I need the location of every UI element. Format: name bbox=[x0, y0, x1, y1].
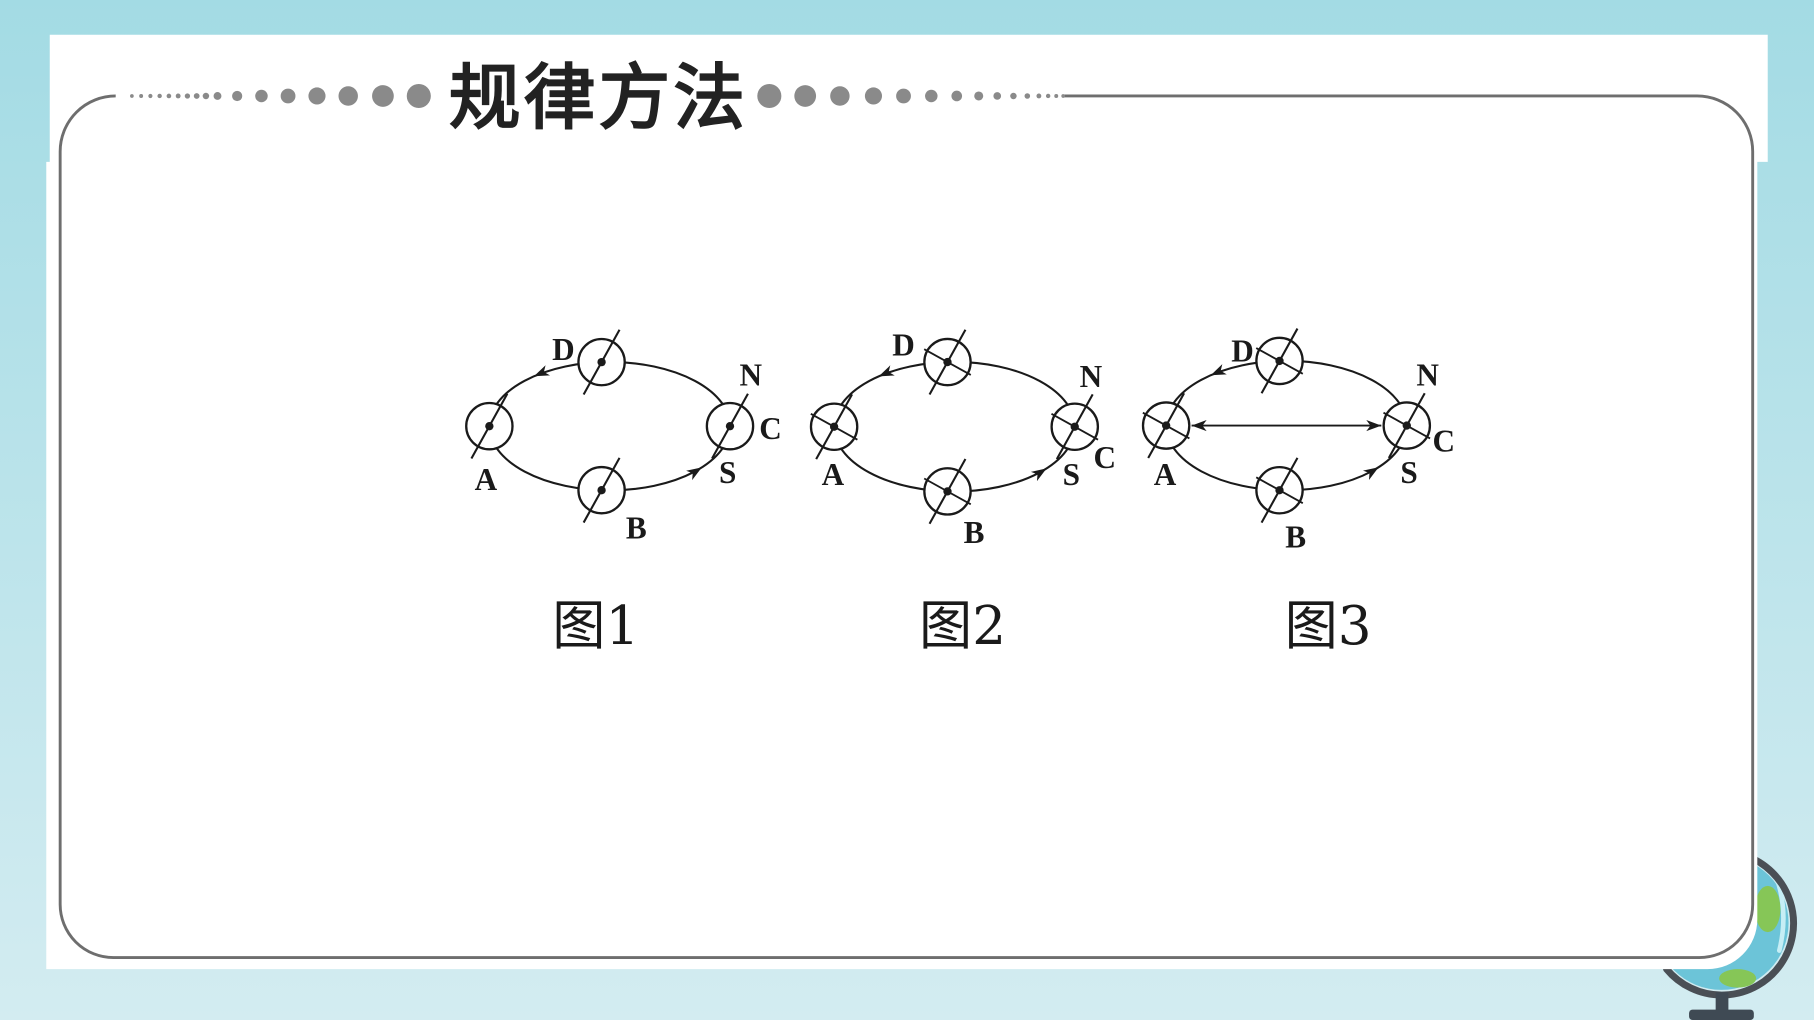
label-C: C bbox=[759, 411, 782, 446]
earth-center-dot bbox=[1070, 422, 1079, 431]
earth-center-dot bbox=[1275, 486, 1284, 495]
earth-position-C bbox=[1050, 393, 1100, 460]
title-dot bbox=[130, 94, 134, 98]
title-dot bbox=[794, 85, 817, 107]
orbit-direction-arrow bbox=[686, 467, 702, 481]
title-dot bbox=[1010, 92, 1017, 100]
orbit-figure-3: A B C D N S 图3 bbox=[1141, 328, 1456, 657]
earth-position-D bbox=[577, 329, 626, 395]
label-N: N bbox=[740, 358, 763, 393]
globe-land bbox=[1754, 885, 1781, 933]
a-c-line-arrow bbox=[1191, 420, 1207, 432]
label-D: D bbox=[1231, 333, 1254, 368]
title-dot bbox=[1036, 93, 1042, 99]
earth-center-dot bbox=[725, 421, 735, 431]
figure-caption: 图1 bbox=[552, 595, 639, 657]
title-dot bbox=[1045, 93, 1051, 99]
earth-position-B bbox=[577, 457, 626, 524]
title-dot bbox=[175, 93, 181, 99]
orbit-figure-1: A B C D N S 图1 bbox=[465, 329, 782, 657]
earth-center-dot bbox=[1161, 421, 1171, 430]
label-C: C bbox=[1094, 440, 1117, 475]
label-A: A bbox=[475, 462, 498, 497]
orbit-direction-arrow bbox=[1210, 364, 1227, 376]
earth-position-D bbox=[1255, 328, 1304, 394]
figure-caption: 图2 bbox=[919, 595, 1006, 657]
globe-stand-base bbox=[1689, 1009, 1754, 1020]
label-A: A bbox=[822, 457, 845, 492]
title-dot bbox=[757, 83, 782, 109]
title-dot bbox=[213, 92, 222, 100]
label-S: S bbox=[1400, 455, 1417, 490]
title-dot bbox=[166, 93, 172, 99]
globe-stand-pole bbox=[1715, 992, 1729, 1014]
title-dot bbox=[184, 93, 191, 99]
earth-position-C bbox=[1382, 392, 1432, 459]
title-dot bbox=[1061, 94, 1066, 98]
title-dot bbox=[338, 86, 358, 106]
title-dot bbox=[255, 89, 268, 103]
title-dot bbox=[1024, 93, 1031, 99]
title-dot bbox=[157, 93, 162, 99]
title-dot bbox=[280, 88, 296, 104]
earth-center-dot bbox=[597, 357, 606, 367]
earth-center-dot bbox=[485, 421, 494, 431]
orbit-direction-arrow bbox=[1030, 468, 1047, 482]
title-dot bbox=[830, 86, 850, 106]
orbit-direction-arrow bbox=[533, 365, 550, 377]
earth-center-dot bbox=[597, 486, 606, 495]
label-B: B bbox=[626, 510, 647, 545]
title-dot bbox=[406, 83, 431, 109]
earth-position-D bbox=[923, 329, 972, 395]
earth-position-C bbox=[705, 393, 755, 460]
label-S: S bbox=[719, 455, 736, 490]
earth-position-A bbox=[1141, 392, 1191, 459]
label-B: B bbox=[964, 515, 985, 550]
figures-row: A B C D N S 图1 A B C D N S 图2 A B C D N S 图3 bbox=[465, 328, 1456, 657]
earth-position-B bbox=[923, 458, 972, 525]
label-S: S bbox=[1063, 457, 1080, 492]
title-dots bbox=[130, 83, 1066, 109]
title-dot bbox=[896, 88, 911, 104]
label-N: N bbox=[1080, 359, 1103, 394]
earth-center-dot bbox=[1275, 356, 1284, 366]
earth-center-dot bbox=[1402, 421, 1411, 430]
earth-center-dot bbox=[829, 422, 839, 431]
title-dot bbox=[372, 85, 394, 107]
orbit-direction-arrow bbox=[878, 365, 895, 377]
label-C: C bbox=[1433, 424, 1456, 459]
title-dot bbox=[925, 89, 938, 103]
globe-land bbox=[1719, 969, 1757, 988]
title-dot bbox=[951, 90, 963, 102]
title-dot bbox=[202, 92, 210, 100]
orbit-direction-arrow bbox=[1362, 467, 1379, 481]
label-D: D bbox=[552, 332, 575, 367]
label-B: B bbox=[1285, 520, 1306, 555]
orbit-figure-2: A B C D N S 图2 bbox=[809, 328, 1117, 657]
title-dot bbox=[1054, 94, 1059, 98]
title-dot bbox=[864, 87, 883, 105]
title-dot bbox=[139, 94, 144, 98]
globe-meridian-ring bbox=[1663, 852, 1798, 999]
figure-caption: 图3 bbox=[1285, 595, 1372, 657]
label-N: N bbox=[1416, 358, 1439, 393]
earth-position-A bbox=[465, 393, 514, 460]
label-A: A bbox=[1154, 457, 1177, 492]
title-dot bbox=[993, 92, 1002, 100]
title-dot bbox=[148, 93, 153, 99]
earth-center-dot bbox=[943, 357, 952, 367]
panel-frame bbox=[58, 94, 1755, 959]
title-dot bbox=[232, 90, 243, 102]
content-panel bbox=[46, 34, 1768, 970]
title-dot bbox=[974, 91, 984, 101]
title-dot bbox=[308, 87, 326, 105]
a-c-line-arrow bbox=[1366, 420, 1382, 432]
earth-center-dot bbox=[943, 487, 952, 496]
earth-position-A bbox=[809, 393, 859, 460]
earth-position-B bbox=[1255, 457, 1304, 524]
title-dot bbox=[193, 93, 200, 99]
label-D: D bbox=[892, 328, 915, 363]
